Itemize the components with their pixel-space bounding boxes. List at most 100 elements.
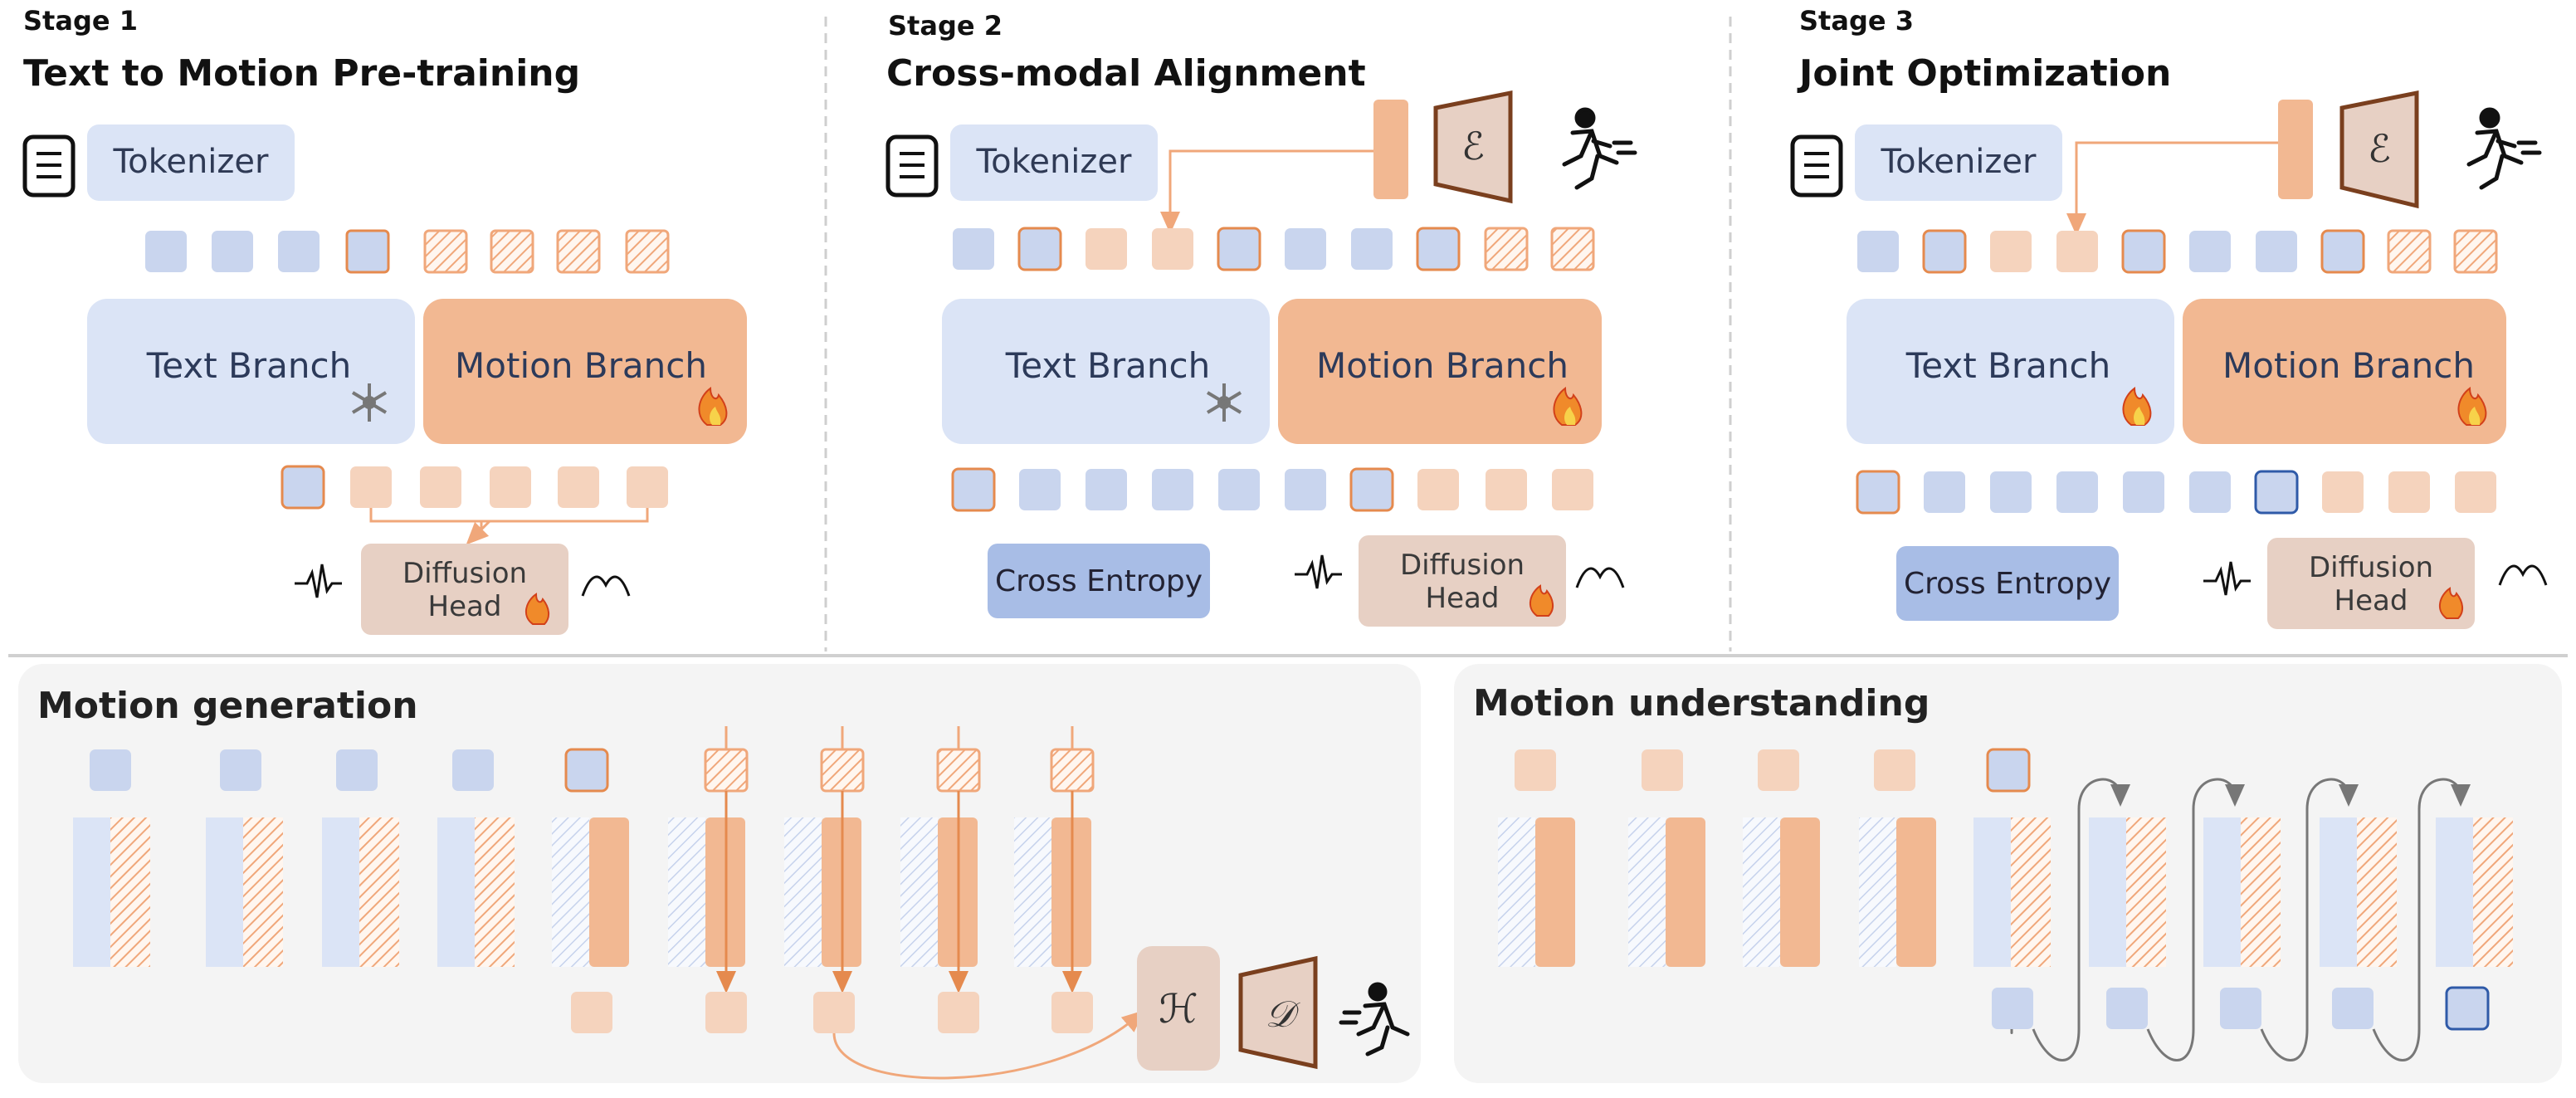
text-token [336,749,378,791]
fire-icon [698,387,728,426]
motion-token [1051,992,1093,1033]
motion-token [420,466,461,508]
understanding-columns [1498,817,2513,967]
motion-token [1874,749,1915,791]
running-person-icon [2466,107,2542,190]
text-token [2332,988,2374,1029]
text-token [281,465,325,510]
motion-token [1086,228,1127,270]
text-token [1285,228,1326,270]
noisy-motion-token [423,229,468,274]
text-token [2056,471,2098,513]
stage-3-title: Joint Optimization [1797,52,2171,95]
motion-branch-label: Motion Branch [455,345,707,386]
tokenizer-label: Tokenizer [113,143,270,181]
decoder-block: 𝒟 [1238,955,1318,1070]
text-branch [942,299,1270,444]
text-branch [1847,299,2174,444]
stage-2-title: Cross-modal Alignment [886,52,1366,95]
fire-icon [1553,387,1583,426]
text-token [1416,227,1461,271]
encoder-symbol: ℰ [1461,124,1485,168]
text-token [2189,231,2231,272]
fire-icon [2457,387,2487,426]
noisy-motion-token [2453,229,2498,274]
motion-token [2322,471,2364,513]
autoregressive-loop-arrows [2010,778,2471,1061]
text-token [220,749,261,791]
tokenizer-label: Tokenizer [1881,143,2037,181]
encoder-block: ℰ [2339,90,2419,209]
noise-wave-icon [2203,561,2251,596]
motion-latent [2278,100,2313,199]
document-icon [22,134,76,198]
document-icon [1790,134,1843,198]
motion-token [938,992,979,1033]
motion-token [558,466,599,508]
generation-columns [73,817,1091,967]
text-token [2121,229,2166,274]
noisy-motion-token [490,229,534,274]
text-token [1086,469,1127,510]
motion-token [1152,228,1193,270]
encoder-arrow [2066,141,2278,236]
motion-branch-label: Motion Branch [1316,345,1569,386]
fire-icon [1529,584,1554,617]
motion-token [1515,749,1556,791]
text-token [2189,471,2231,513]
stage-1: Stage 1 Text to Motion Pre-training Toke… [22,5,747,635]
running-person-icon [1562,107,1637,190]
smooth-wave-icon [581,575,631,597]
snowflake-icon [351,383,388,422]
text-token [1992,988,2033,1029]
text-token [1017,227,1062,271]
noise-wave-icon [295,564,342,598]
noisy-motion-token [704,748,749,793]
motion-token [1990,231,2032,272]
stage-2: Stage 2 Cross-modal Alignment Tokenizer … [886,10,1637,627]
noisy-input-arrows [724,726,1074,749]
input-token-row [953,227,1595,271]
noise-wave-icon [1295,554,1342,589]
snowflake-icon [1206,383,1242,422]
noisy-motion-token [625,229,670,274]
encoder-arrow [1160,149,1373,234]
text-token [2123,471,2164,513]
motion-generation-title: Motion generation [37,685,418,727]
text-token [1990,471,2032,513]
text-token [1218,469,1260,510]
text-token [953,228,994,270]
motion-token [2056,231,2098,272]
text-token [1924,471,1965,513]
cross-entropy-label: Cross Entropy [1904,567,2111,601]
text-branch [87,299,415,444]
motion-token [1486,469,1527,510]
text-token [212,231,253,272]
text-token [2106,988,2148,1029]
text-token [452,749,494,791]
smooth-wave-icon [1575,567,1625,588]
diffusion-head-line1: Diffusion [1400,549,1525,582]
text-token [2254,470,2299,515]
stage-3: Stage 3 Joint Optimization Tokenizer ℰ [1790,5,2548,629]
motion-understanding-panel: Motion understanding [1454,664,2562,1083]
tokenizer-box [87,124,295,201]
noisy-motion-token [1050,748,1095,793]
stage-1-label: Stage 1 [23,5,138,37]
motion-token [627,466,668,508]
input-token-row [145,229,670,274]
noisy-motion-token [820,748,865,793]
motion-token [571,992,612,1033]
text-token [2320,229,2365,274]
text-token [1019,469,1061,510]
tokenizer-box [950,124,1158,201]
noisy-motion-token [2387,229,2432,274]
motion-token [813,992,855,1033]
text-token [2445,986,2490,1031]
text-token [278,231,320,272]
encoder-block: ℰ [1433,90,1513,204]
stage-1-title: Text to Motion Pre-training [23,52,580,95]
text-token [345,229,390,274]
motion-generation-panel: Motion generation [18,664,1421,1083]
motion-token [1758,749,1799,791]
